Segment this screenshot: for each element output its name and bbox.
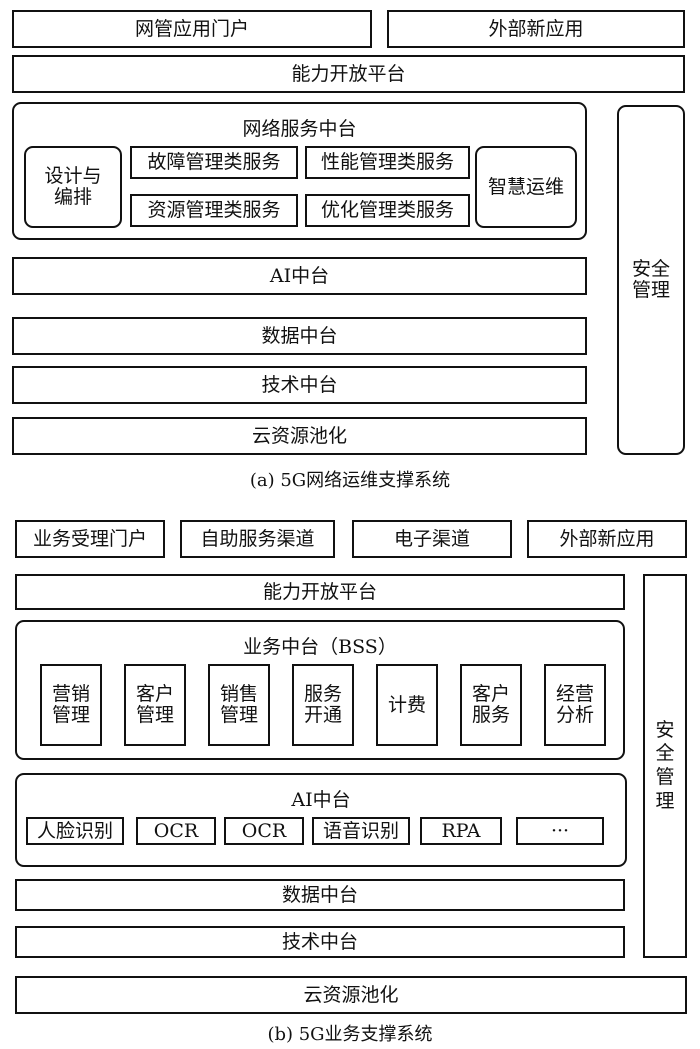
ai-item-rpa: RPA (420, 817, 502, 845)
caption-b: (b) 5G业务支撑系统 (267, 1024, 433, 1045)
module-line2: 服务 (471, 704, 510, 726)
ai-item-speech-recognition: 语音识别 (312, 817, 410, 845)
network-service-title: 网络服务中台 (242, 118, 357, 140)
cloud-pool-a: 云资源池化 (12, 417, 587, 455)
module-line2: 管理 (219, 704, 258, 726)
optimization-service: 优化管理类服务 (305, 194, 470, 227)
portal-external-app: 外部新应用 (387, 10, 685, 48)
capability-platform-b: 能力开放平台 (15, 574, 625, 610)
module-line1: 客户 (135, 683, 174, 706)
ai-platform-a: AI中台 (12, 257, 587, 295)
resource-service: 资源管理类服务 (130, 194, 298, 227)
ai-b-title: AI中台 (291, 789, 351, 811)
channel-external-app: 外部新应用 (527, 520, 687, 558)
ai-item-more: ··· (516, 817, 604, 845)
module-line1: 经营 (555, 683, 594, 706)
channel-electronic: 电子渠道 (352, 520, 512, 558)
tech-platform-b: 技术中台 (15, 926, 625, 958)
fault-service: 故障管理类服务 (130, 146, 298, 179)
security-management-a: 安全 管理 (617, 105, 685, 455)
ai-item-ocr: OCR (136, 817, 216, 845)
portal-network-app: 网管应用门户 (12, 10, 372, 48)
module-line2: 开通 (303, 704, 342, 726)
security-b-char: 管 (655, 766, 675, 788)
module-customer-service: 客户 服务 (460, 664, 522, 746)
channel-business-portal: 业务受理门户 (15, 520, 165, 558)
capability-platform-a: 能力开放平台 (12, 55, 685, 93)
ai-item-ocr: OCR (224, 817, 304, 845)
data-platform-a: 数据中台 (12, 317, 587, 355)
channel-self-service: 自助服务渠道 (180, 520, 335, 558)
smart-ops: 智慧运维 (475, 146, 577, 228)
module-line1: 服务 (303, 683, 342, 706)
security-a-line1: 安全 (631, 258, 670, 281)
cloud-pool-b: 云资源池化 (15, 976, 687, 1014)
security-b-char: 全 (655, 742, 675, 765)
module-line1: 计费 (387, 693, 426, 716)
data-platform-b: 数据中台 (15, 879, 625, 911)
design-orchestration: 设计与 编排 (24, 146, 122, 228)
module-billing: 计费 (376, 664, 438, 746)
module-line2: 管理 (51, 704, 90, 726)
ai-item-face-recognition: 人脸识别 (26, 817, 124, 845)
security-a-line2: 管理 (631, 279, 670, 301)
module-line2: 分析 (555, 704, 594, 726)
module-line1: 销售 (219, 683, 258, 706)
module-line1: 客户 (471, 683, 510, 706)
module-marketing: 营销 管理 (40, 664, 102, 746)
security-b-char: 安 (655, 718, 675, 741)
business-title: 业务中台（BSS） (243, 636, 397, 658)
caption-a: (a) 5G网络运维支撑系统 (249, 470, 451, 491)
design-line2: 编排 (53, 186, 92, 208)
design-line1: 设计与 (44, 165, 102, 188)
module-business-analysis: 经营 分析 (544, 664, 606, 746)
module-line1: 营销 (51, 683, 90, 706)
module-sales: 销售 管理 (208, 664, 270, 746)
security-b-char: 理 (655, 789, 675, 812)
tech-platform-a: 技术中台 (12, 366, 587, 404)
module-customer-management: 客户 管理 (124, 664, 186, 746)
performance-service: 性能管理类服务 (305, 146, 470, 179)
module-provisioning: 服务 开通 (292, 664, 354, 746)
module-line2: 管理 (135, 704, 174, 726)
security-management-b: 安 全 管 理 (643, 574, 687, 958)
